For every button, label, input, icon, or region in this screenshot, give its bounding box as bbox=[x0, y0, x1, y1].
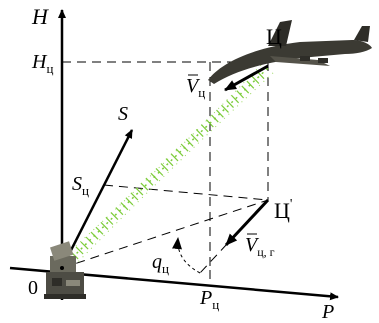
h-axis-label: H bbox=[31, 4, 49, 29]
velocity-label: Vц bbox=[186, 74, 205, 100]
beam-tick bbox=[105, 216, 114, 225]
beam-tick bbox=[236, 90, 245, 99]
radar-beam bbox=[57, 63, 275, 271]
beam-tick bbox=[165, 158, 174, 167]
target-projection-label: Ц' bbox=[274, 197, 292, 223]
beam-tick bbox=[241, 85, 250, 94]
svg-text:Vц, г: Vц, г bbox=[245, 234, 275, 259]
beam-tick bbox=[185, 138, 194, 147]
heading-angle-arc bbox=[172, 237, 201, 274]
beam-tick bbox=[210, 114, 219, 123]
beam-tick bbox=[115, 207, 124, 216]
beam-tick bbox=[190, 133, 199, 142]
beam-tick bbox=[200, 124, 209, 133]
origin-label: 0 bbox=[28, 277, 38, 299]
beam-tick bbox=[170, 153, 179, 162]
dashed-construction-lines bbox=[61, 61, 269, 283]
radar-station-icon bbox=[44, 241, 86, 299]
beam-tick bbox=[125, 197, 134, 206]
beam-tick bbox=[120, 202, 129, 211]
svg-text:Vц: Vц bbox=[186, 75, 205, 100]
beam-tick bbox=[180, 143, 189, 152]
horizontal-velocity-vector bbox=[224, 198, 270, 247]
beam-tick bbox=[130, 192, 139, 201]
beam-tick bbox=[145, 177, 154, 186]
beam-tick bbox=[85, 236, 94, 245]
p-axis-label: P bbox=[321, 301, 334, 323]
horizontal-velocity-label: Vц, г bbox=[245, 233, 275, 259]
beam-tick bbox=[140, 182, 149, 191]
beam-tick bbox=[155, 167, 164, 176]
beam-tick bbox=[135, 187, 144, 196]
beam-tick bbox=[205, 119, 214, 128]
beam-tick bbox=[216, 109, 224, 118]
origin-point bbox=[60, 266, 64, 270]
h-target-label: Hц bbox=[31, 51, 53, 76]
beam-tick bbox=[150, 172, 159, 181]
p-target-label: Pц bbox=[199, 287, 219, 312]
s-target-label: Sц bbox=[72, 173, 89, 198]
heading-angle-label: qц bbox=[152, 251, 169, 276]
beam-tick bbox=[221, 104, 229, 113]
beam-tick bbox=[95, 226, 104, 235]
slant-range-vector bbox=[60, 129, 134, 269]
beam-tick bbox=[100, 221, 109, 230]
velocity-vector bbox=[224, 64, 269, 92]
target-label: Ц bbox=[266, 24, 282, 49]
beam-tick bbox=[246, 80, 255, 89]
slant-range-label: S bbox=[118, 103, 128, 125]
beam-tick bbox=[226, 99, 234, 109]
beam-tick bbox=[251, 75, 260, 84]
beam-tick bbox=[175, 148, 184, 157]
beam-tick bbox=[80, 241, 89, 250]
beam-tick bbox=[90, 231, 99, 240]
beam-tick bbox=[110, 211, 119, 221]
aircraft-icon bbox=[208, 20, 372, 84]
beam-tick bbox=[75, 246, 84, 255]
beam-tick bbox=[231, 95, 240, 104]
beam-tick bbox=[160, 163, 169, 172]
beam-tick bbox=[195, 128, 204, 138]
